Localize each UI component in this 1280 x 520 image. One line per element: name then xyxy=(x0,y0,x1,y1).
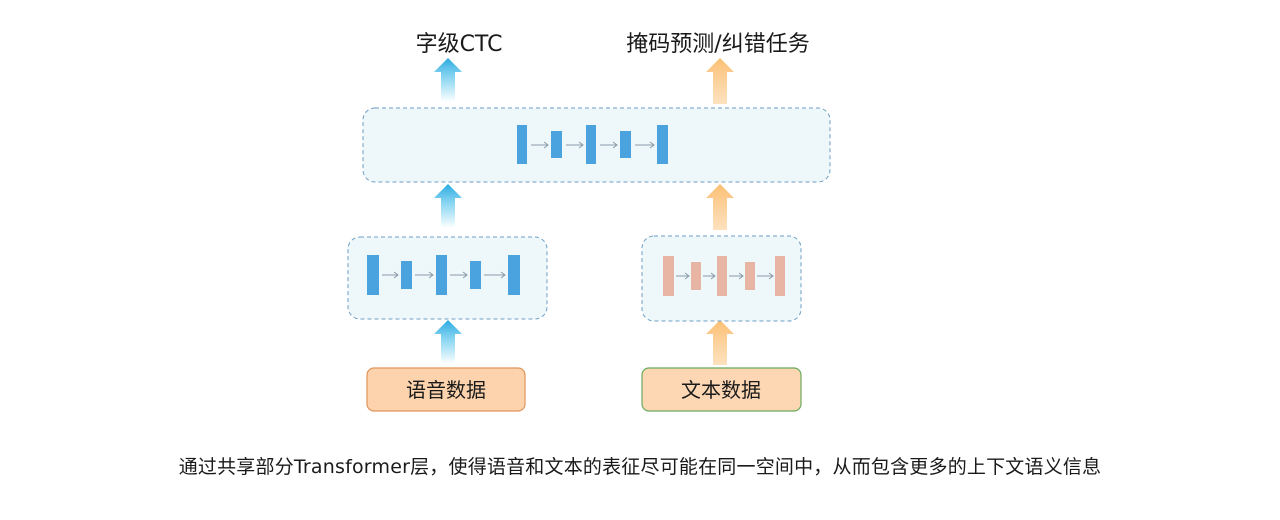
mlm-output-label: 掩码预测/纠错任务 xyxy=(626,32,809,57)
text-data-box xyxy=(641,367,802,412)
speech-encoder-box xyxy=(347,236,548,320)
layer-bar xyxy=(691,262,701,290)
arrow-up-icon xyxy=(434,320,462,364)
shared-transformer-box xyxy=(362,107,831,183)
figure-caption: 通过共享部分Transformer层，使得语音和文本的表征尽可能在同一空间中，从… xyxy=(178,456,1102,478)
arrow-up-icon xyxy=(706,184,734,230)
arrow-right-icon xyxy=(729,272,744,280)
arrow-right-icon xyxy=(757,272,774,280)
layer-bar xyxy=(657,125,668,164)
layer-bar xyxy=(775,256,785,296)
arrow-up-icon xyxy=(434,184,462,228)
text-encoder-layers xyxy=(663,256,785,296)
layer-bar xyxy=(508,255,520,295)
speech-data-label: 语音数据 xyxy=(406,378,486,402)
arrow-up-icon xyxy=(434,58,462,102)
layer-bar xyxy=(745,262,755,290)
layer-bar xyxy=(517,125,527,164)
arrow-right-icon xyxy=(415,271,434,279)
layer-bar xyxy=(620,131,631,158)
arrow-up-icon xyxy=(706,58,734,104)
ctc-output-label: 字级CTC xyxy=(416,32,503,57)
text-data-label: 文本数据 xyxy=(681,378,761,402)
arrow-right-icon xyxy=(382,271,399,279)
layer-bar xyxy=(663,256,674,296)
speech-data-box xyxy=(366,367,526,412)
layer-bar xyxy=(717,256,727,296)
speech-encoder-layers xyxy=(367,255,520,295)
layer-bar xyxy=(436,255,447,295)
arrow-right-icon xyxy=(531,141,549,149)
layer-bar xyxy=(551,131,562,158)
arrow-up-icon xyxy=(706,320,734,365)
shared-transformer-layers xyxy=(517,125,668,164)
layer-bar xyxy=(401,261,412,289)
layer-bar xyxy=(586,125,596,164)
arrow-right-icon xyxy=(484,271,506,279)
arrow-right-icon xyxy=(703,272,716,280)
arrow-right-icon xyxy=(635,141,655,149)
arrow-right-icon xyxy=(450,271,468,279)
layer-bar xyxy=(367,255,379,295)
layer-bar xyxy=(470,261,481,289)
arrow-right-icon xyxy=(566,141,584,149)
arrow-right-icon xyxy=(600,141,618,149)
arrow-right-icon xyxy=(676,272,690,280)
